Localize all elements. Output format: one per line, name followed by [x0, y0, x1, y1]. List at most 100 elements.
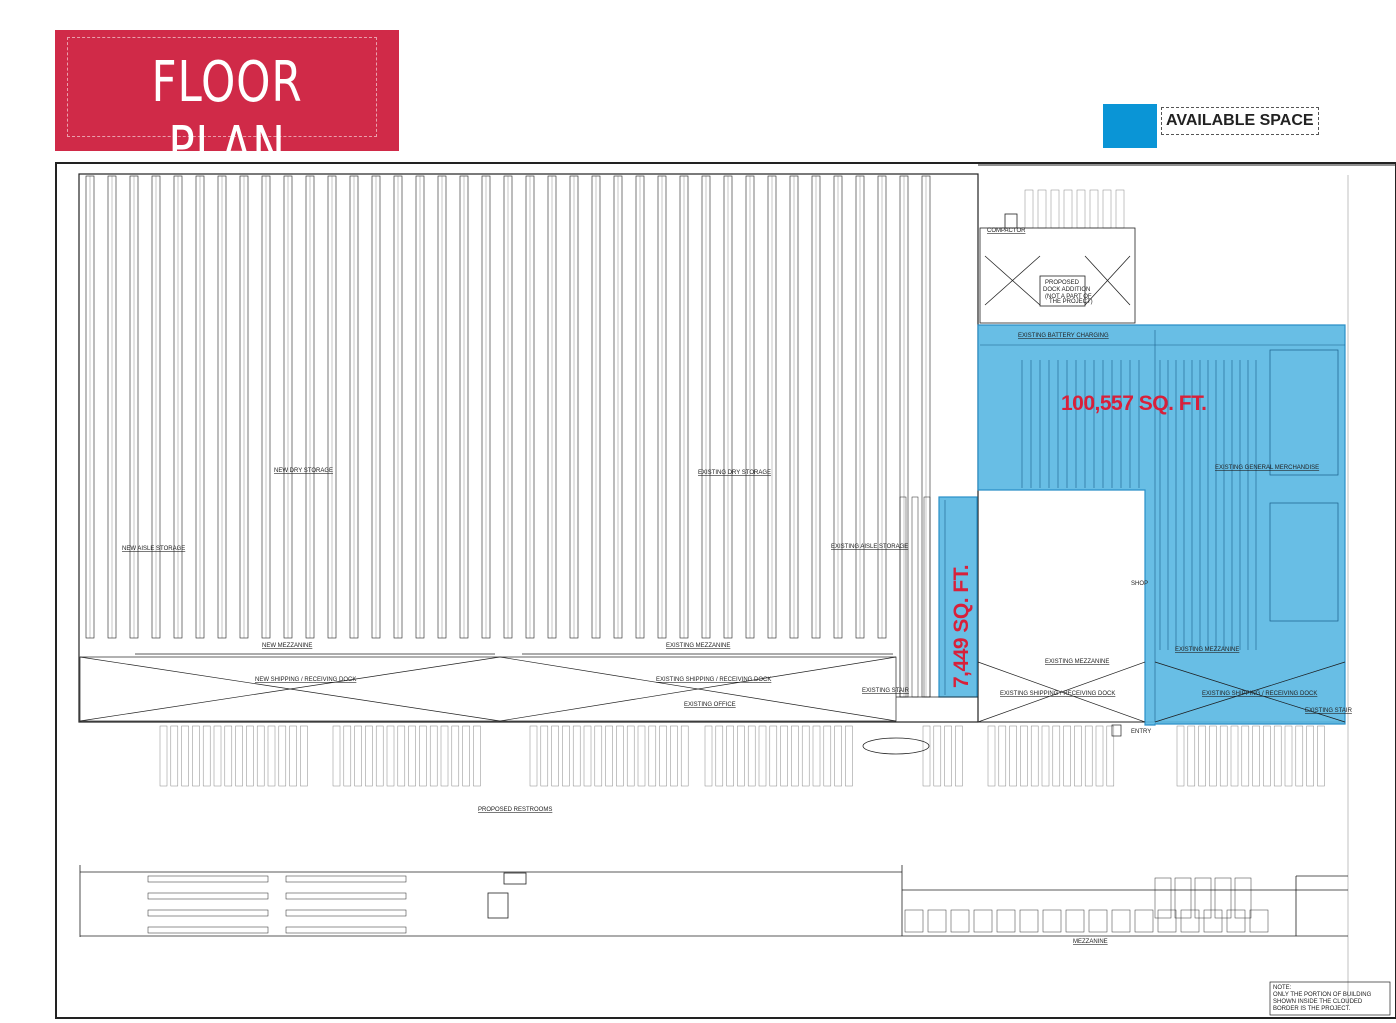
legend-label: AVAILABLE SPACE	[1161, 107, 1319, 135]
dock-door	[1198, 725, 1206, 787]
dock-door	[408, 725, 416, 787]
label-proposed-2: DOCK ADDITION	[1043, 287, 1090, 293]
drawing-border	[55, 162, 1396, 1019]
label-proposed-4: THE PROJECT)	[1049, 299, 1093, 305]
label-new-aisle-storage: NEW AISLE STORAGE	[122, 546, 185, 552]
lower-room	[1249, 909, 1269, 933]
dock-door	[1252, 725, 1260, 787]
lower-room	[1134, 909, 1154, 933]
lower-room	[996, 909, 1016, 933]
title-frame	[67, 37, 377, 137]
rack	[923, 496, 931, 698]
lower-room	[1180, 909, 1200, 933]
lower-room	[1234, 877, 1252, 919]
dock-door	[1241, 725, 1250, 787]
label-proposed-1: PROPOSED	[1045, 280, 1080, 286]
dock-door	[626, 725, 635, 787]
dock-door	[278, 725, 287, 787]
dock-door	[562, 725, 570, 787]
title-banner: FLOOR PLAN	[55, 30, 399, 180]
lower-room	[1214, 877, 1232, 919]
dock-door	[823, 725, 832, 787]
lower-rack	[147, 892, 269, 900]
page-title: FLOOR PLAN	[151, 50, 303, 180]
dock-doors	[159, 725, 1325, 787]
dock-door	[769, 725, 778, 787]
dock-door	[605, 725, 613, 787]
area-label-large: 100,557 SQ. FT.	[1061, 392, 1206, 415]
dock-door	[1187, 725, 1196, 787]
dock-door	[1041, 725, 1050, 787]
dock-door	[1037, 189, 1047, 229]
dock-door	[159, 725, 168, 787]
dock-door	[192, 725, 200, 787]
dock-door	[343, 725, 352, 787]
lower-room	[1088, 909, 1108, 933]
dock-door	[1230, 725, 1239, 787]
dock-door	[812, 725, 821, 787]
dock-door	[1106, 725, 1115, 787]
dock-door	[637, 725, 646, 787]
lower-room	[973, 909, 993, 933]
dock-door	[933, 725, 942, 787]
dock-door	[1024, 189, 1034, 229]
dock-door	[224, 725, 233, 787]
lower-room	[1157, 909, 1177, 933]
dock-door	[659, 725, 667, 787]
dock-door	[1295, 725, 1304, 787]
dock-door	[616, 725, 624, 787]
dock-door	[845, 725, 853, 787]
dock-door	[680, 725, 689, 787]
overlay-rack-lines	[944, 330, 1346, 723]
dock-door	[944, 725, 952, 787]
dock-door	[922, 725, 931, 787]
dock-door	[1009, 725, 1017, 787]
dock-door	[1263, 725, 1271, 787]
lower-floor-plan	[79, 865, 1348, 937]
dock-door	[704, 725, 713, 787]
dock-door	[715, 725, 724, 787]
dock-door	[332, 725, 341, 787]
dock-door	[529, 725, 538, 787]
lower-room	[1194, 877, 1212, 919]
dock-door	[1063, 189, 1073, 229]
label-new-mezzanine: NEW MEZZANINE	[262, 643, 312, 649]
dock-door	[834, 725, 842, 787]
dock-door	[648, 725, 657, 787]
dock-door	[365, 725, 373, 787]
dock-door	[801, 725, 810, 787]
dock-door	[289, 725, 297, 787]
dock-door	[1076, 189, 1086, 229]
dock-door	[551, 725, 559, 787]
lower-room	[1203, 909, 1223, 933]
lower-room	[950, 909, 970, 933]
dock-door	[440, 725, 449, 787]
dock-door	[758, 725, 767, 787]
lower-room	[1226, 909, 1246, 933]
label-existing-shipping-dock: EXISTING SHIPPING / RECEIVING DOCK	[656, 677, 771, 683]
dock-door	[780, 725, 788, 787]
dock-door	[747, 725, 756, 787]
dock-door	[1074, 725, 1082, 787]
label-existing-stair: EXISTING STAIR	[862, 688, 910, 694]
available-storage-block	[1269, 502, 1339, 622]
dock-door	[1050, 189, 1060, 229]
label-mezzanine: MEZZANINE	[1073, 939, 1108, 945]
label-existing-shipping-dock-3: EXISTING SHIPPING / RECEIVING DOCK	[1202, 691, 1317, 697]
entry-box	[1111, 724, 1122, 737]
dock-band	[79, 653, 1346, 723]
label-new-shipping-dock: NEW SHIPPING / RECEIVING DOCK	[255, 677, 356, 683]
dock-door	[429, 725, 438, 787]
dock-door	[267, 725, 276, 787]
dock-door	[451, 725, 460, 787]
lower-room	[1111, 909, 1131, 933]
label-existing-mezzanine-3: EXISTING MEZZANINE	[1175, 647, 1239, 653]
dock-door	[1020, 725, 1028, 787]
dock-door	[594, 725, 603, 787]
lower-room	[904, 909, 924, 933]
lower-rack	[147, 875, 269, 883]
dock-door	[955, 725, 963, 787]
lower-rack	[285, 926, 407, 934]
dock-door	[386, 725, 395, 787]
